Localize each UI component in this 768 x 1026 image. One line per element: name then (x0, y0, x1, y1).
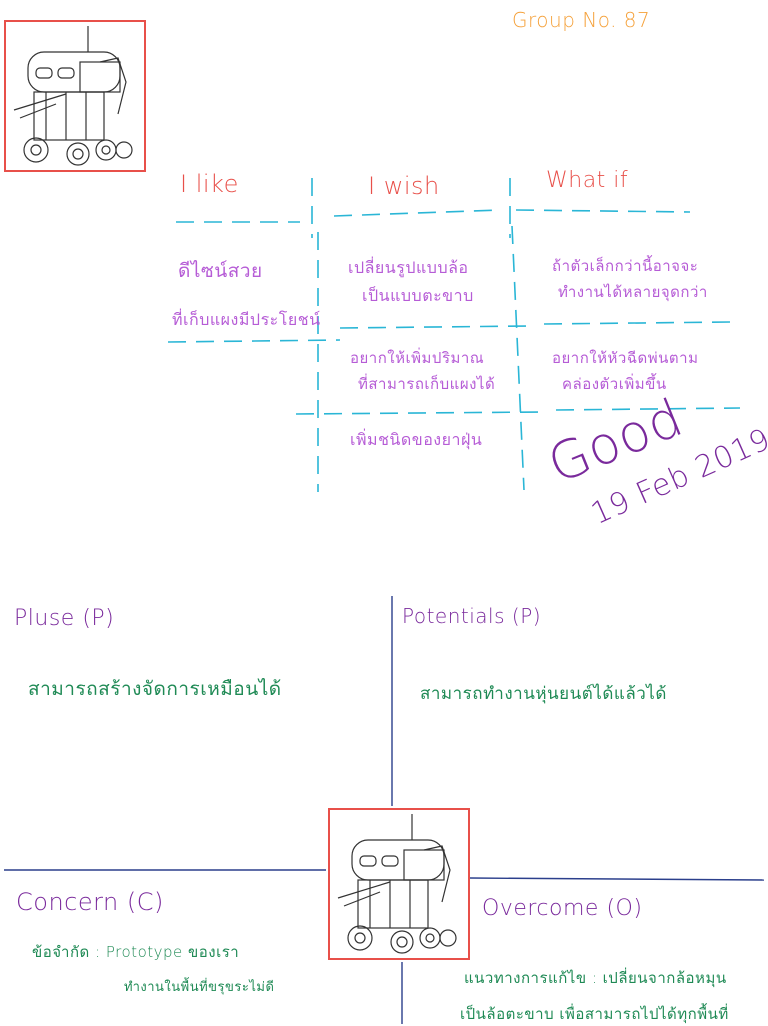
group-label: Group No. 87 (512, 8, 651, 32)
concern-title: Concern (C) (16, 888, 164, 916)
potentials-title: Potentials (P) (402, 604, 542, 628)
pluse-text: สามารถสร้างจัดการเหมือนได้ (28, 678, 282, 700)
wish-item-4: ที่สามารถเก็บแผงได้ (358, 375, 496, 393)
overcome-title: Overcome (O) (482, 896, 643, 921)
robot-sketch-center-icon (337, 814, 457, 954)
like-item-1: ดีไซน์สวย (178, 260, 263, 282)
wish-item-1: เปลี่ยนรูปแบบล้อ (348, 258, 469, 277)
header-i-wish: I wish (368, 172, 440, 200)
concern-line-2: ทำงานในพื้นที่ขรุขระไม่ดี (124, 980, 275, 995)
grid-lines (167, 178, 741, 492)
overcome-line-2: เป็นล้อตะขาบ เพื่อสามารถไปได้ทุกพื้นที่ (460, 1005, 729, 1023)
pluse-title: Pluse (P) (14, 606, 115, 631)
header-what-if: What if (546, 168, 629, 193)
whatif-item-1: ถ้าตัวเล็กกว่านี้อาจจะ (552, 257, 699, 275)
wish-item-2: เป็นแบบตะขาบ (362, 286, 474, 305)
whatif-item-3: อยากให้หัวฉีดพ่นตาม (552, 349, 699, 367)
header-i-like: I like (180, 170, 239, 198)
robot-sketch-icon (13, 26, 133, 166)
whatif-item-2: ทำงานได้หลายจุดกว่า (558, 283, 708, 301)
concern-line-1: ข้อจำกัด : Prototype ของเรา (32, 943, 240, 961)
robot-sketch-frame (4, 20, 146, 172)
overcome-line-1: แนวทางการแก้ไข : เปลี่ยนจากล้อหมุน (464, 969, 727, 987)
like-item-2: ที่เก็บแผงมีประโยชน์ (172, 310, 321, 329)
wish-item-3: อยากให้เพิ่มปริมาณ (350, 349, 485, 367)
wish-item-5: เพิ่มชนิดของยาฝุ่น (350, 430, 483, 449)
robot-sketch-center-frame (328, 808, 470, 960)
potentials-text: สามารถทำงานหุ่นยนต์ได้แล้วได้ (420, 684, 667, 704)
whatif-item-4: คล่องตัวเพิ่มขึ้น (562, 375, 667, 393)
